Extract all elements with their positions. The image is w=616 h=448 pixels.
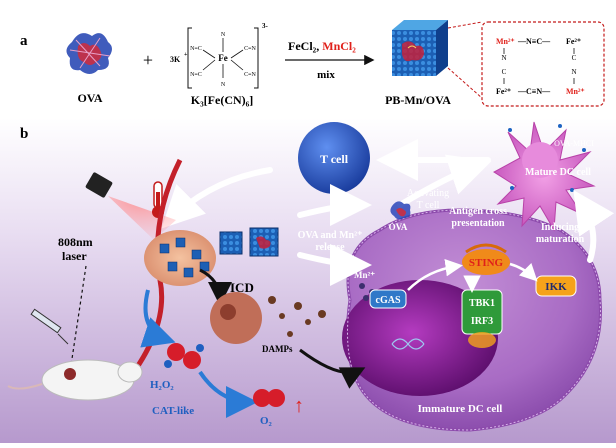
inducing-line-2: maturation [536, 234, 585, 245]
ferricyanide-complex: 3K + 3- Fe N N N≡C C≡N N≡C C≡N [170, 22, 269, 89]
release-line-2: release [315, 242, 345, 253]
ova-small-label: OVA [389, 222, 408, 232]
bracket-left [187, 27, 192, 89]
lattice-v-left-2: C [502, 68, 507, 76]
ikk-label: IKK [545, 281, 567, 293]
lattice-mn-bottom: Mn²⁺ [566, 87, 585, 96]
ova-mhc-label: OVA-MHCI [554, 139, 594, 148]
dying-tumor-cell [210, 292, 326, 344]
cat-like-label: CAT-like [152, 405, 194, 417]
k3-prefix-sup: + [184, 52, 188, 58]
cross-line-2: presentation [451, 218, 505, 229]
laser-label-2: laser [62, 249, 87, 263]
activating-line-2: T cell [417, 200, 440, 211]
o2-label: O₂ [260, 415, 273, 427]
ligand-5: N≡C [190, 72, 202, 78]
white-flow-arrows [161, 139, 615, 286]
h2o2-label: H₂O₂ [150, 379, 174, 391]
mature-dc-cell [493, 121, 596, 232]
lattice-inset: Mn²⁺ —N≡C— Fe²⁺ N C C N Fe²⁺ —C≡N— Mn²⁺ [481, 21, 605, 107]
complex-fe: Fe [218, 53, 228, 63]
damps-label: DAMPs [262, 344, 293, 354]
release-line-1: OVA and Mn²⁺ [298, 230, 363, 241]
cgas-badge [369, 289, 407, 309]
k3-formula-label: K₃[Fe(CN)₆] [191, 93, 254, 107]
panel-a-label: a [20, 33, 28, 49]
icd-label: ICD [230, 280, 254, 295]
ligand-1: N [221, 32, 226, 38]
activating-line-1: Activating [407, 188, 449, 199]
irf3-label: IRF3 [471, 316, 493, 327]
syringe-icon [30, 308, 69, 345]
nucleus [342, 280, 498, 396]
reagent-mix: mix [317, 69, 335, 81]
panel-b-label: b [20, 126, 28, 142]
sting-badge [462, 243, 510, 275]
mature-dc-label: Mature DC cell [525, 167, 591, 178]
reaction-arrow: FeCl₂, MnCl₂ mix [285, 39, 375, 81]
reagent-fecl2: FeCl₂, [288, 39, 322, 53]
tumor-with-nanocubes [144, 230, 216, 286]
lattice-v-right-2: N [571, 68, 576, 76]
mn-ion-label: Mn²⁺ [354, 270, 375, 280]
ikk-badge [535, 275, 577, 297]
lattice-bond-top: —N≡C— [517, 37, 551, 46]
ligand-4: C≡N [244, 46, 256, 52]
mouse-icon [7, 359, 143, 401]
tbk1-irf3-badge [461, 289, 503, 348]
product-label: PB-Mn/OVA [385, 93, 451, 107]
t-cell-label: T cell [320, 152, 349, 166]
cross-line-1: Antigen cross [449, 206, 507, 217]
reagent-mncl2: MnCl₂ [322, 39, 356, 53]
bracket-right [254, 27, 259, 89]
laser-label-1: 808nm [58, 235, 93, 249]
inducing-line-1: Inducing [541, 222, 579, 233]
ligand-3: N≡C [190, 46, 202, 52]
lattice-fe-top: Fe²⁺ [566, 37, 581, 46]
dna-icon [391, 338, 425, 350]
o2-arrow: ↑ [294, 395, 304, 417]
lattice-mn-top: Mn²⁺ [496, 37, 515, 46]
plus-sign: + [143, 50, 153, 70]
lattice-v-right-1: C [572, 54, 577, 62]
o2-molecule [253, 389, 285, 407]
ova-label: OVA [77, 91, 102, 105]
immature-dc-label: Immature DC cell [418, 403, 503, 415]
nanocube-pair [219, 227, 279, 257]
pb-mn-ova-nanocube [392, 20, 448, 76]
ligand-2: N [221, 82, 226, 88]
ligand-6: C≡N [244, 72, 256, 78]
t-cell [298, 122, 370, 194]
sting-label: STING [469, 257, 504, 269]
lattice-v-left-1: N [501, 54, 506, 62]
cgas-label: cGAS [376, 295, 401, 306]
tbk1-label: TBK1 [469, 298, 495, 309]
ova-protein-icon [66, 33, 112, 74]
lattice-bond-bottom: —C≡N— [517, 87, 551, 96]
k3-charge: 3- [262, 22, 269, 30]
svg-text:FeCl₂, MnCl₂: FeCl₂, MnCl₂ [288, 39, 356, 53]
panel-b: b Immature DC cell Mature DC cell OVA-MH… [0, 118, 616, 443]
released-ova-icon [390, 201, 411, 220]
panel-a: a OVA + 3K + 3- Fe N N [20, 20, 605, 107]
k3-prefix: 3K [170, 55, 181, 64]
lattice-fe-bottom: Fe²⁺ [496, 87, 511, 96]
